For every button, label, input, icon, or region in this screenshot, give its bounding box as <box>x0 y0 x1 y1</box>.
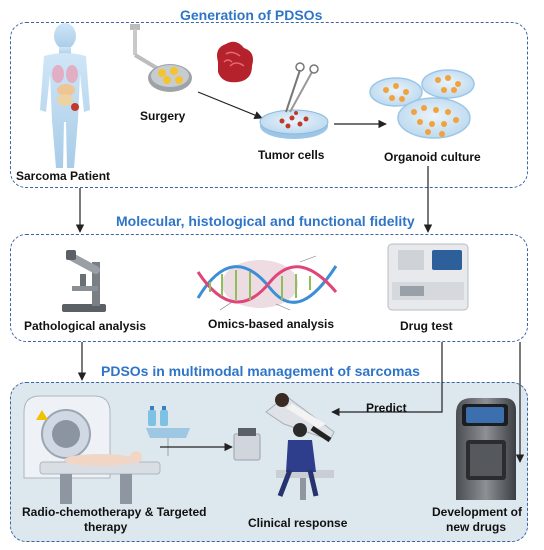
dna-helix-icon <box>196 255 338 311</box>
label-development-line1: Development of <box>432 505 523 519</box>
label-development-line2: new drugs <box>446 520 507 534</box>
label-organoid-culture: Organoid culture <box>384 150 481 164</box>
iv-drip-icon <box>146 406 190 456</box>
label-drug-test: Drug test <box>400 319 453 333</box>
panel-generation <box>10 22 528 188</box>
label-sarcoma-patient: Sarcoma Patient <box>16 169 111 183</box>
drug-test-machine-icon <box>387 243 469 311</box>
label-radio-therapy-line2: therapy <box>84 520 128 534</box>
arrow-predict <box>331 342 443 417</box>
label-radio-chemotherapy: Radio-chemotherapy & Targeted <box>22 505 207 519</box>
surgical-lamp-icon <box>130 24 192 92</box>
panel-fidelity <box>10 234 528 342</box>
header-fidelity: Molecular, histological and functional f… <box>116 213 415 229</box>
petri-dish-icon <box>259 109 329 139</box>
arrow-tissue-to-dish <box>197 91 263 120</box>
mri-scanner-icon <box>23 395 161 504</box>
drug-development-machine-icon <box>456 398 516 500</box>
label-tumor-cells: Tumor cells <box>258 148 325 162</box>
microscope-icon <box>62 250 106 312</box>
label-clinical-response: Clinical response <box>248 516 348 530</box>
label-pathological-analysis: Pathological analysis <box>24 319 147 333</box>
scissors-icon <box>285 62 319 113</box>
organoid-dishes-icon <box>369 69 475 139</box>
tumor-tissue-icon <box>217 41 253 83</box>
patient-body-icon <box>40 23 90 168</box>
label-omics-analysis: Omics-based analysis <box>208 317 335 331</box>
label-surgery: Surgery <box>140 109 186 123</box>
header-management: PDSOs in multimodal management of sarcom… <box>101 363 420 379</box>
header-generation: Generation of PDSOs <box>180 7 323 23</box>
clinical-scene-icon <box>233 393 335 500</box>
label-predict: Predict <box>366 401 407 415</box>
